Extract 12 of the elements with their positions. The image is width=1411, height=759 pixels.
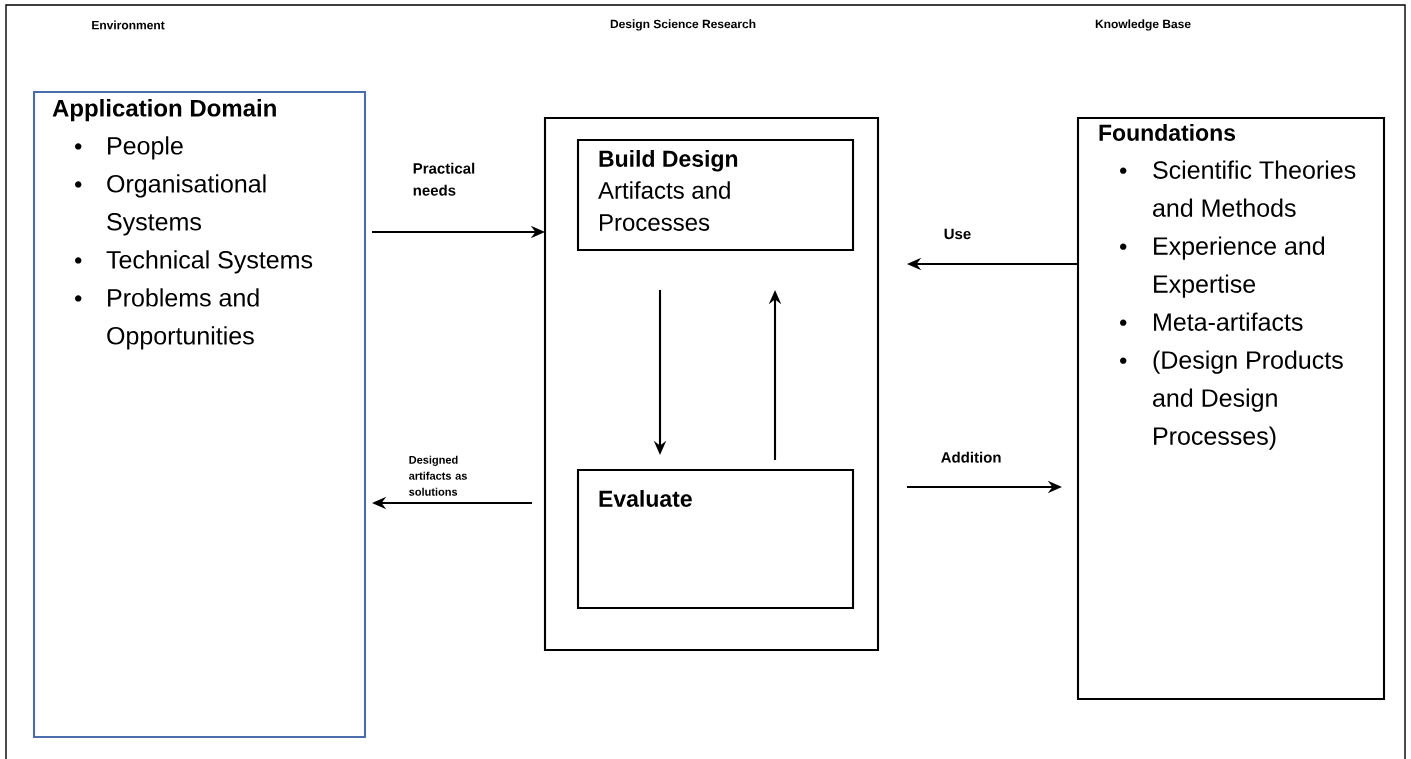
container-box bbox=[543, 116, 880, 652]
column-heading: Environment bbox=[92, 20, 165, 30]
process-box: Evaluate bbox=[576, 468, 855, 610]
column-heading: Design Science Research bbox=[610, 19, 756, 31]
edge-label: Practical needs bbox=[413, 162, 475, 196]
edge-label: Designed artifacts as solutions bbox=[409, 455, 467, 496]
edge-label: Use bbox=[944, 228, 971, 240]
column-heading: Knowledge Base bbox=[1095, 19, 1191, 31]
edge-label: Addition bbox=[941, 451, 1001, 463]
process-box: Build Design Artifacts and Processes bbox=[576, 138, 855, 252]
list-box: Application Domain People Organisational Systems Technical Systems Problems and Opportunities bbox=[32, 90, 367, 739]
list-box: Foundations Scientific Theories and Methods Experience and Expertise Meta-artifacts (Design Products and Design Processes) bbox=[1076, 116, 1386, 701]
